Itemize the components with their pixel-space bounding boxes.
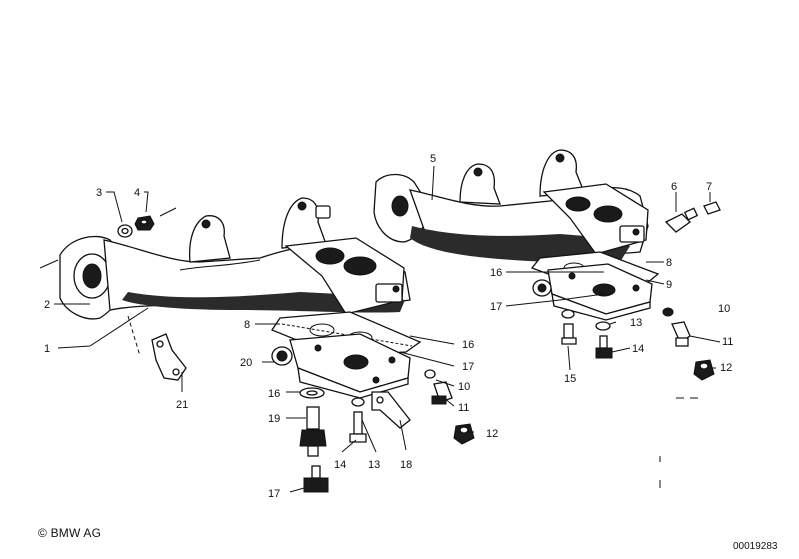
callout-7: 7 — [706, 181, 712, 193]
callout-19: 19 — [268, 413, 280, 425]
callout-11-left: 11 — [458, 402, 469, 414]
callout-10-right: 10 — [718, 303, 730, 315]
callout-17-middle: 17 — [462, 361, 474, 373]
washer-10-left — [424, 369, 436, 379]
callout-13-right: 13 — [630, 317, 642, 329]
valve-6 — [664, 207, 699, 233]
bracket-18 — [371, 391, 411, 429]
bolt-15 — [561, 323, 577, 345]
callout-1: 1 — [44, 343, 50, 355]
callout-20: 20 — [240, 357, 252, 369]
callout-12-left: 12 — [486, 428, 498, 440]
washer-3 — [117, 224, 133, 238]
copyright-notice: © BMW AG — [38, 526, 102, 540]
fitting-11-right — [671, 321, 691, 347]
callout-16-left: 16 — [268, 388, 280, 400]
cap-7 — [703, 201, 721, 215]
bolt-14-right — [595, 335, 613, 359]
right-heat-exchanger-housing — [532, 263, 653, 321]
callout-4: 4 — [134, 187, 140, 199]
callout-10-left: 10 — [458, 381, 470, 393]
plug-17-left — [303, 465, 329, 493]
washer-10-right — [662, 307, 674, 317]
fitting-11-left — [431, 381, 453, 405]
washer-16-right — [561, 309, 575, 319]
cap-nut-12-right — [693, 359, 715, 381]
callout-8-left: 8 — [244, 319, 250, 331]
callout-14-left: 14 — [334, 459, 346, 471]
document-id: 00019283 — [733, 541, 778, 552]
callout-21: 21 — [176, 399, 188, 411]
washer-13-right — [595, 321, 611, 331]
right-exhaust-manifold — [373, 149, 649, 263]
callout-16-middle: 16 — [462, 339, 474, 351]
callout-14-right: 14 — [632, 343, 644, 355]
washer-16-left — [299, 387, 325, 399]
bracket-21 — [151, 333, 187, 381]
callout-16-right: 16 — [490, 267, 502, 279]
callout-17-left: 17 — [268, 488, 280, 500]
callout-13-left: 13 — [368, 459, 380, 471]
callout-labels: 1 2 3 4 5 6 7 8 8 9 10 10 11 11 12 12 13… — [44, 153, 733, 500]
callout-2: 2 — [44, 299, 50, 311]
leader-lines — [39, 165, 721, 493]
callout-3: 3 — [96, 187, 102, 199]
left-exhaust-manifold — [59, 197, 411, 320]
callout-9: 9 — [666, 279, 672, 291]
callout-5: 5 — [430, 153, 436, 165]
nut-4 — [134, 215, 155, 231]
callout-15: 15 — [564, 373, 576, 385]
temperature-sensor-19 — [299, 406, 327, 457]
cap-nut-12-left — [453, 423, 475, 445]
callout-17-right: 17 — [490, 301, 502, 313]
bolt-14-left — [349, 411, 367, 443]
callout-8-right: 8 — [666, 257, 672, 269]
washer-13-left — [351, 397, 365, 407]
left-heat-exchanger-housing — [271, 333, 411, 399]
callout-18: 18 — [400, 459, 412, 471]
callout-6: 6 — [671, 181, 677, 193]
callout-12-right: 12 — [720, 362, 732, 374]
callout-11-right: 11 — [722, 336, 733, 348]
